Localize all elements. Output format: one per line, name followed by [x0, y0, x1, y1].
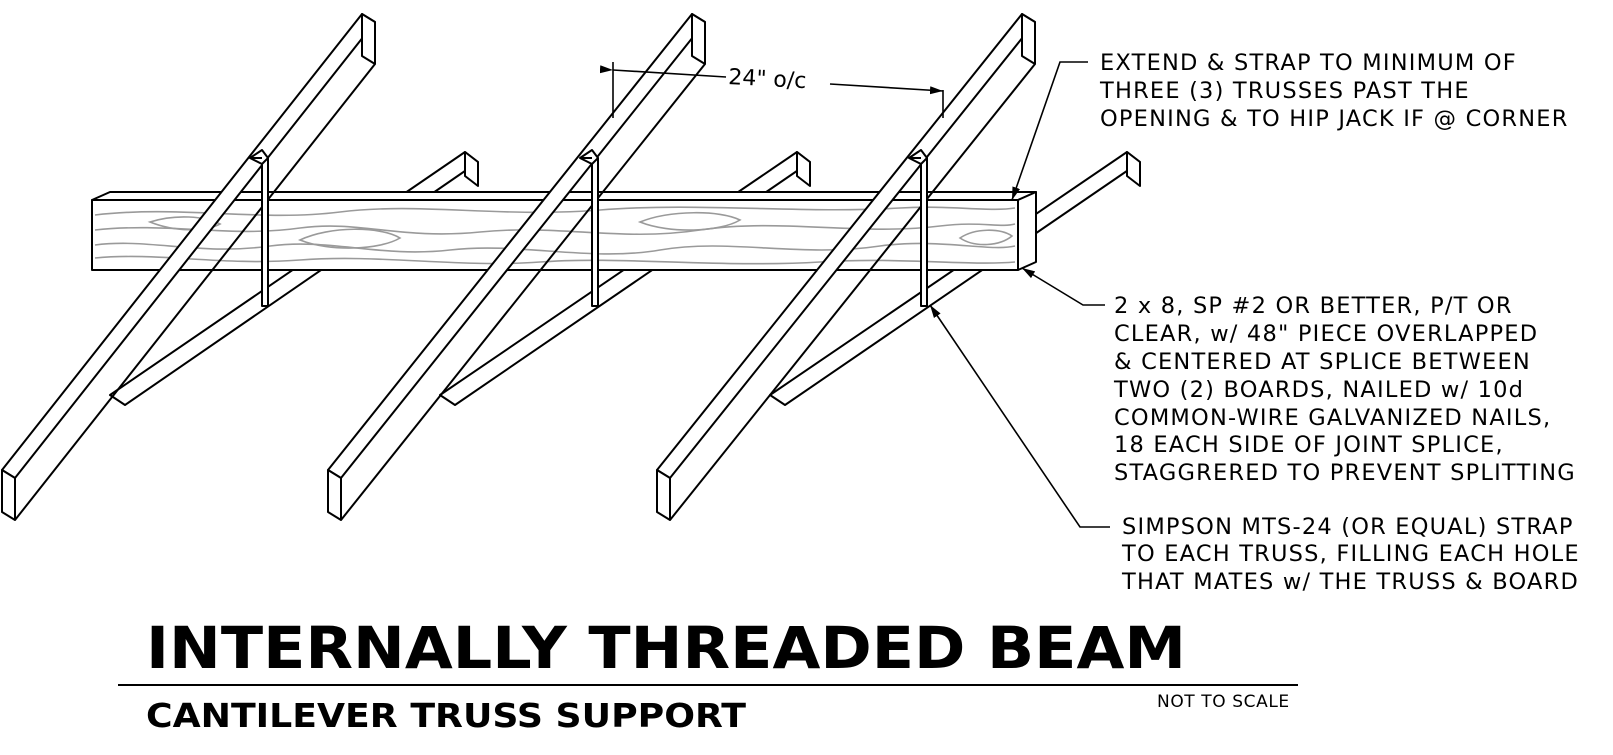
bottom-chord-3 — [769, 151, 1141, 406]
note-board-line-2: CLEAR, w/ 48" PIECE OVERLAPPED — [1114, 321, 1538, 347]
note-board-line-5: COMMON-WIRE GALVANIZED NAILS, — [1114, 405, 1551, 431]
spacing-dimension: 24" o/c — [599, 62, 944, 118]
top-chord-2 — [327, 13, 706, 521]
note-board-line-7: STAGGRERED TO PREVENT SPLITTING — [1114, 460, 1576, 486]
strap-3 — [908, 149, 928, 307]
mts-straps — [249, 149, 928, 307]
note-strap-line-1: SIMPSON MTS-24 (OR EQUAL) STRAP — [1122, 514, 1574, 540]
note-board-line-3: & CENTERED AT SPLICE BETWEEN — [1114, 349, 1531, 375]
note-extend-strap: EXTEND & STRAP TO MINIMUM OF THREE (3) T… — [1099, 50, 1569, 132]
note-board-line-1: 2 x 8, SP #2 OR BETTER, P/T OR — [1114, 293, 1513, 319]
drawing-title: INTERNALLY THREADED BEAM — [146, 614, 1186, 682]
note-extend-line-1: EXTEND & STRAP TO MINIMUM OF — [1100, 50, 1517, 76]
beam-board — [91, 191, 1037, 271]
drawing-subtitle: CANTILEVER TRUSS SUPPORT — [146, 696, 747, 735]
title-block: INTERNALLY THREADED BEAM CANTILEVER TRUS… — [118, 614, 1298, 735]
note-board-line-4: TWO (2) BOARDS, NAILED w/ 10d — [1113, 377, 1524, 403]
scale-note: NOT TO SCALE — [1157, 692, 1290, 712]
note-board-line-6: 18 EACH SIDE OF JOINT SPLICE, — [1114, 432, 1504, 458]
note-extend-line-3: OPENING & TO HIP JACK IF @ CORNER — [1100, 106, 1569, 132]
note-strap-line-2: TO EACH TRUSS, FILLING EACH HOLE — [1121, 541, 1580, 567]
note-board-spec: 2 x 8, SP #2 OR BETTER, P/T OR CLEAR, w/… — [1113, 293, 1576, 486]
note-extend-line-2: THREE (3) TRUSSES PAST THE — [1099, 78, 1470, 104]
top-chord-3 — [656, 13, 1036, 521]
note-strap-spec: SIMPSON MTS-24 (OR EQUAL) STRAP TO EACH … — [1121, 514, 1580, 595]
top-chords — [1, 13, 1036, 521]
note-strap-line-3: THAT MATES w/ THE TRUSS & BOARD — [1121, 569, 1579, 595]
strap-1 — [249, 149, 269, 307]
leaders — [929, 61, 1110, 528]
spacing-label: 24" o/c — [728, 65, 807, 94]
top-chord-1 — [1, 13, 376, 521]
strap-2 — [579, 149, 599, 307]
